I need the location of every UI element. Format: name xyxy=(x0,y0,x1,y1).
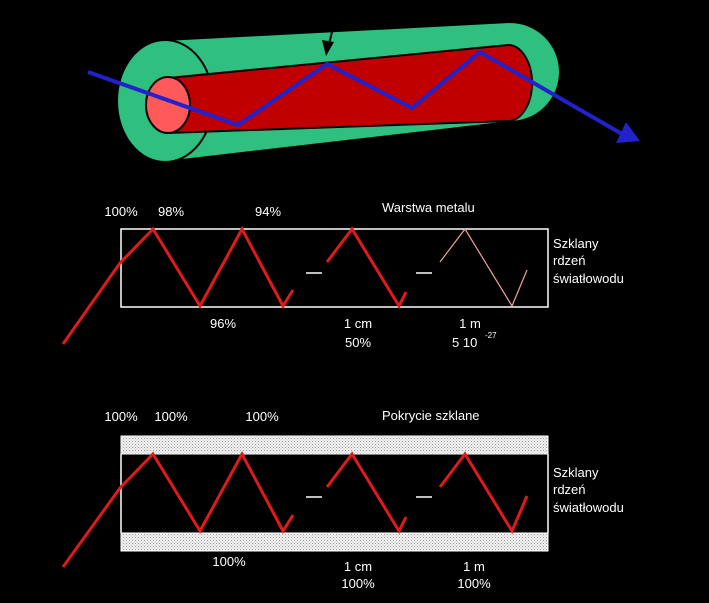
light-ray xyxy=(87,49,624,136)
metal-bottom-label-exponent: -27 xyxy=(485,331,497,340)
metal-top-label-1: 100% xyxy=(104,204,138,219)
metal-side-label-2: rdzeń xyxy=(553,253,586,268)
metal-bottom-label-5: 5 10 xyxy=(452,335,477,350)
glass-bottom-label-2: 1 cm xyxy=(344,559,372,574)
metal-top-label-2: 98% xyxy=(158,204,184,219)
glass-zigzag-3 xyxy=(438,451,529,535)
glass-zigzag-1 xyxy=(61,450,295,568)
panel-glass: Pokrycie szklane 100% 100% 100% 100% 1 c… xyxy=(61,408,624,591)
glass-cladding-top xyxy=(120,435,549,455)
metal-core-box xyxy=(120,228,549,308)
glass-title: Pokrycie szklane xyxy=(382,408,480,423)
metal-bottom-label-2: 1 cm xyxy=(344,316,372,331)
glass-top-label-3: 100% xyxy=(245,409,279,424)
glass-bottom-label-1: 100% xyxy=(212,554,246,569)
metal-zigzag-2 xyxy=(325,226,408,310)
metal-bottom-label-4: 1 m xyxy=(459,316,481,331)
glass-top-label-1: 100% xyxy=(104,409,138,424)
glass-zigzag-2 xyxy=(325,451,408,535)
pointer-arrow-line xyxy=(328,0,341,45)
fiber-illustration xyxy=(87,0,640,164)
fiber-core-end xyxy=(145,76,191,134)
metal-bottom-label-3: 50% xyxy=(345,335,371,350)
metal-bottom-label-1: 96% xyxy=(210,316,236,331)
glass-side-label-2: rdzeń xyxy=(553,482,586,497)
pointer-arrow-head xyxy=(322,40,334,56)
metal-zigzag-1 xyxy=(61,225,295,345)
metal-zigzag-3 xyxy=(439,227,528,308)
glass-bottom-label-4: 1 m xyxy=(463,559,485,574)
metal-side-label-1: Szklany xyxy=(553,236,599,251)
metal-side-label-3: światłowodu xyxy=(553,271,624,286)
glass-cladding-bottom xyxy=(120,532,549,552)
glass-top-label-2: 100% xyxy=(154,409,188,424)
metal-title: Warstwa metalu xyxy=(382,200,475,215)
glass-bottom-label-5: 100% xyxy=(457,576,491,591)
panel-metal: Warstwa metalu 100% 98% 94% 96% 1 cm 50%… xyxy=(61,200,624,350)
glass-side-label-1: Szklany xyxy=(553,465,599,480)
glass-bottom-label-3: 100% xyxy=(341,576,375,591)
glass-side-label-3: światłowodu xyxy=(553,500,624,515)
light-ray-arrowhead xyxy=(616,122,640,143)
metal-top-label-3: 94% xyxy=(255,204,281,219)
